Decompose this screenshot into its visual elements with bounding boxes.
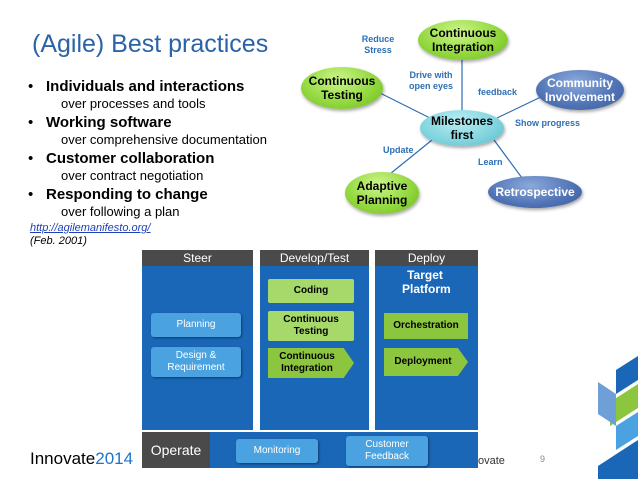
node-label: Continuous Integration	[429, 26, 497, 54]
node-retrospective: Retrospective	[488, 176, 582, 208]
list-item: • Working software over comprehensive do…	[28, 114, 318, 148]
node-adaptive-planning: Adaptive Planning	[345, 172, 419, 214]
manifesto-link[interactable]: http://agilemanifesto.org/	[30, 222, 151, 234]
manifesto-list: • Individuals and interactions over proc…	[28, 78, 318, 222]
edge-label-feedback: feedback	[478, 87, 518, 97]
monitoring-box: Monitoring	[236, 439, 318, 463]
continuous-integration-box: Continuous Integration	[268, 348, 354, 378]
bullet-subtext: over contract negotiation	[61, 168, 204, 183]
edge-label-drive: Drive with open eyes	[408, 70, 454, 91]
operate-label: Operate	[142, 432, 210, 468]
design-requirement-box: Design & Requirement	[151, 347, 241, 377]
edge-label-show-progress: Show progress	[515, 118, 581, 128]
continuous-testing-box: Continuous Testing	[268, 311, 354, 341]
column-header-deploy: Deploy	[375, 250, 478, 266]
column-header-develop: Develop/Test	[260, 250, 369, 266]
node-continuous-integration: Continuous Integration	[418, 20, 508, 60]
node-label: Milestones first	[430, 114, 493, 142]
node-label: Continuous Testing	[308, 74, 376, 102]
node-community-involvement: Community Involvement	[536, 70, 624, 110]
bullet-heading: Individuals and interactions	[46, 78, 245, 95]
node-milestones-first: Milestones first	[420, 110, 504, 146]
bullet-heading: Working software	[46, 114, 172, 131]
brand-name: Innovate	[30, 449, 96, 468]
target-platform-label: Target Platform	[402, 268, 451, 296]
manifesto-date: (Feb. 2001)	[30, 235, 87, 247]
bullet-heading: Customer collaboration	[46, 150, 215, 167]
planning-box: Planning	[151, 313, 241, 337]
column-header-steer: Steer	[142, 250, 253, 266]
deploy-column	[375, 250, 478, 430]
bullet-glyph: •	[28, 186, 34, 203]
node-label: Adaptive Planning	[356, 179, 408, 207]
bullet-glyph: •	[28, 150, 34, 167]
edge-label-reduce-stress: Reduce Stress	[361, 34, 395, 55]
customer-feedback-box: Customer Feedback	[346, 436, 428, 466]
coding-box: Coding	[268, 279, 354, 303]
list-item: • Customer collaboration over contract n…	[28, 150, 318, 184]
edge-label-learn: Learn	[478, 157, 503, 167]
bullet-subtext: over processes and tools	[61, 96, 206, 111]
list-item: • Responding to change over following a …	[28, 186, 318, 220]
edge-label-update: Update	[383, 145, 414, 155]
bullet-glyph: •	[28, 78, 34, 95]
bullet-subtext: over following a plan	[61, 204, 180, 219]
bullet-heading: Responding to change	[46, 186, 208, 203]
node-label: Community Involvement	[544, 76, 616, 104]
decorative-logo-icon	[598, 356, 638, 479]
slide-title: (Agile) Best practices	[32, 30, 269, 58]
node-continuous-testing: Continuous Testing	[301, 67, 383, 109]
steer-column	[142, 250, 253, 430]
node-label: Retrospective	[495, 185, 575, 199]
list-item: • Individuals and interactions over proc…	[28, 78, 318, 112]
brand-wordmark-partial: ovate	[478, 455, 505, 467]
bullet-subtext: over comprehensive documentation	[61, 132, 267, 147]
brand-year: 2014	[95, 449, 134, 468]
deployment-box: Deployment	[384, 348, 468, 376]
orchestration-box: Orchestration	[384, 313, 468, 339]
brand-wordmark: Innovate2014	[30, 449, 133, 469]
page-number: 9	[540, 454, 546, 464]
bullet-glyph: •	[28, 114, 34, 131]
